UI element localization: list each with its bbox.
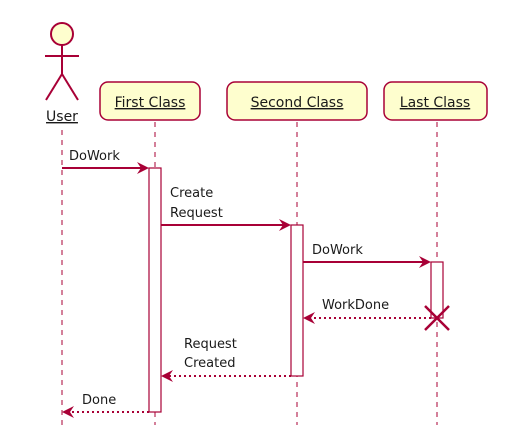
message-dowork-arrowhead bbox=[137, 162, 149, 174]
activation-second-class bbox=[290, 224, 304, 377]
message-create-request-label-line1: Create bbox=[170, 186, 213, 201]
participant-user-label: User bbox=[46, 109, 78, 125]
participant-first-class-box bbox=[99, 81, 201, 121]
destroy-x-icon bbox=[424, 305, 450, 331]
message-request-created-label-line2: Created bbox=[184, 356, 235, 371]
activation-first-class bbox=[148, 167, 162, 413]
message-request-created-label-line1: Request bbox=[184, 337, 237, 352]
message-done-label: Done bbox=[82, 393, 116, 408]
message-dowork-label: DoWork bbox=[69, 149, 120, 164]
activation-last-class bbox=[430, 261, 444, 319]
message-workdone-arrowhead bbox=[303, 312, 315, 324]
message-request-created-arrowhead bbox=[161, 370, 173, 382]
message-dowork-2-arrowhead bbox=[419, 256, 431, 268]
message-create-request-label-line2: Request bbox=[170, 206, 223, 221]
user-actor-icon bbox=[45, 22, 79, 101]
participant-second-class-label: Second Class bbox=[251, 95, 344, 111]
message-workdone-label: WorkDone bbox=[322, 298, 389, 313]
participant-second-class-box bbox=[226, 81, 368, 121]
participant-last-class-box bbox=[383, 81, 488, 121]
message-done-arrowhead bbox=[62, 406, 74, 418]
participant-first-class-label: First Class bbox=[115, 95, 186, 111]
participant-last-class-label: Last Class bbox=[400, 95, 470, 111]
message-dowork-2-label: DoWork bbox=[312, 243, 363, 258]
message-create-request-arrowhead bbox=[279, 219, 291, 231]
